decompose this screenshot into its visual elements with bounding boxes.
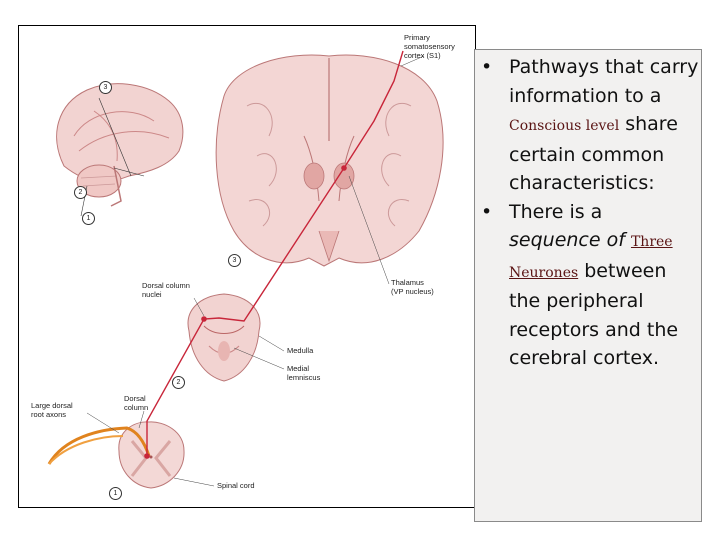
text-panel: • Pathways that carry information to a C… — [474, 49, 702, 522]
marker-2-top: 2 — [74, 186, 87, 199]
label-medial-lemniscus: Medial lemniscus — [287, 364, 320, 382]
label-dorsal-column: Dorsal column — [124, 394, 148, 412]
pathway-illustration — [19, 26, 477, 509]
marker-2-mid: 2 — [172, 376, 185, 389]
label-medulla: Medulla — [287, 346, 313, 355]
label-spinal-cord: Spinal cord — [217, 481, 255, 490]
label-thalamus: Thalamus (VP nucleus) — [391, 278, 434, 296]
label-large-dorsal-root-axons: Large dorsal root axons — [31, 401, 73, 419]
bullet-dot: • — [481, 53, 492, 82]
bullet-conscious-level: • Pathways that carry information to a C… — [481, 53, 699, 198]
marker-3-mid: 3 — [228, 254, 241, 267]
marker-3-top: 3 — [99, 81, 112, 94]
bullet-list: • Pathways that carry information to a C… — [481, 53, 699, 373]
sequence-italic: sequence of — [509, 229, 625, 251]
coronal-brain — [216, 55, 443, 266]
bullet-text: There is a — [509, 201, 602, 223]
bullet-dot: • — [481, 198, 492, 227]
bullet-text: Pathways that carry information to a — [509, 56, 698, 107]
bullet-three-neurones: • There is a sequence of Three Neurones … — [481, 198, 699, 373]
marker-1-top: 1 — [82, 212, 95, 225]
label-primary-cortex: Primary somatosensory cortex (S1) — [404, 33, 455, 60]
marker-1-bottom: 1 — [109, 487, 122, 500]
conscious-level-highlight: Conscious level — [509, 118, 619, 134]
neuroanatomy-figure: Primary somatosensory cortex (S1) Dorsal… — [18, 25, 476, 508]
label-dorsal-column-nuclei: Dorsal column nuclei — [142, 281, 190, 299]
